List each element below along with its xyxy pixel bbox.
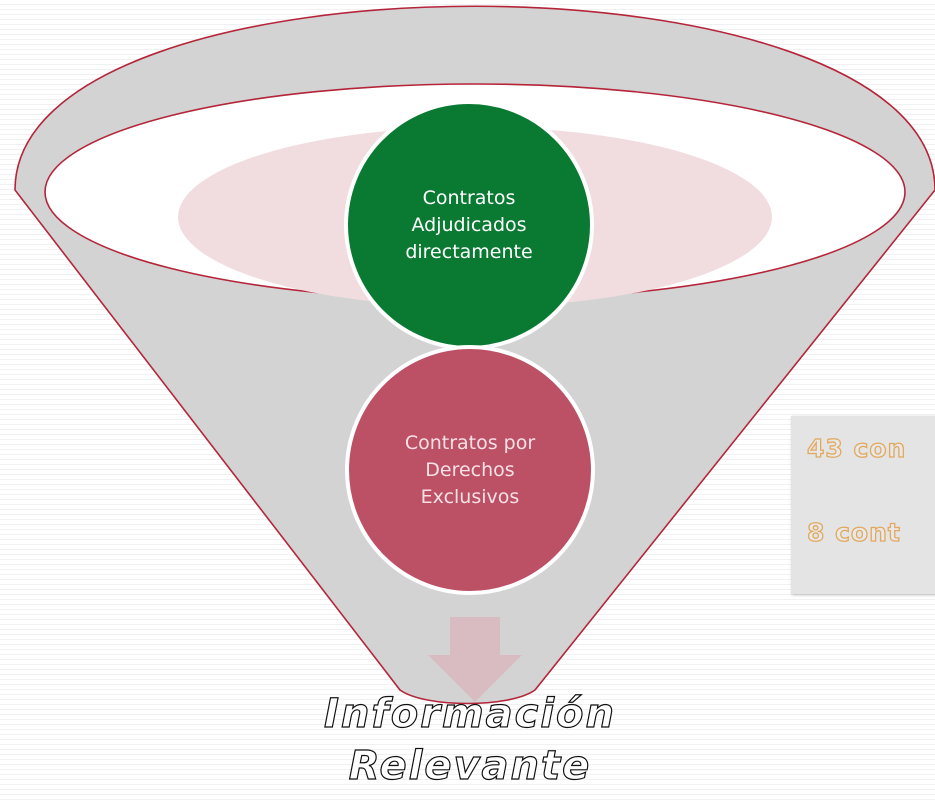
- callout-line-1: 43 con: [806, 433, 907, 463]
- down-arrow-icon: [428, 617, 522, 702]
- stage-exclusive-rights-contracts: Contratos por Derechos Exclusivos: [345, 345, 595, 595]
- stage-directly-awarded-label: Contratos Adjudicados directamente: [405, 186, 533, 263]
- stage-directly-awarded-contracts: Contratos Adjudicados directamente: [344, 100, 594, 350]
- callout-line-2: 8 cont: [806, 517, 901, 547]
- funnel-result-label: Información Relevante: [323, 690, 617, 789]
- contracts-count-callout: 43 con 8 cont: [791, 416, 935, 594]
- stage-exclusive-rights-label: Contratos por Derechos Exclusivos: [404, 431, 536, 508]
